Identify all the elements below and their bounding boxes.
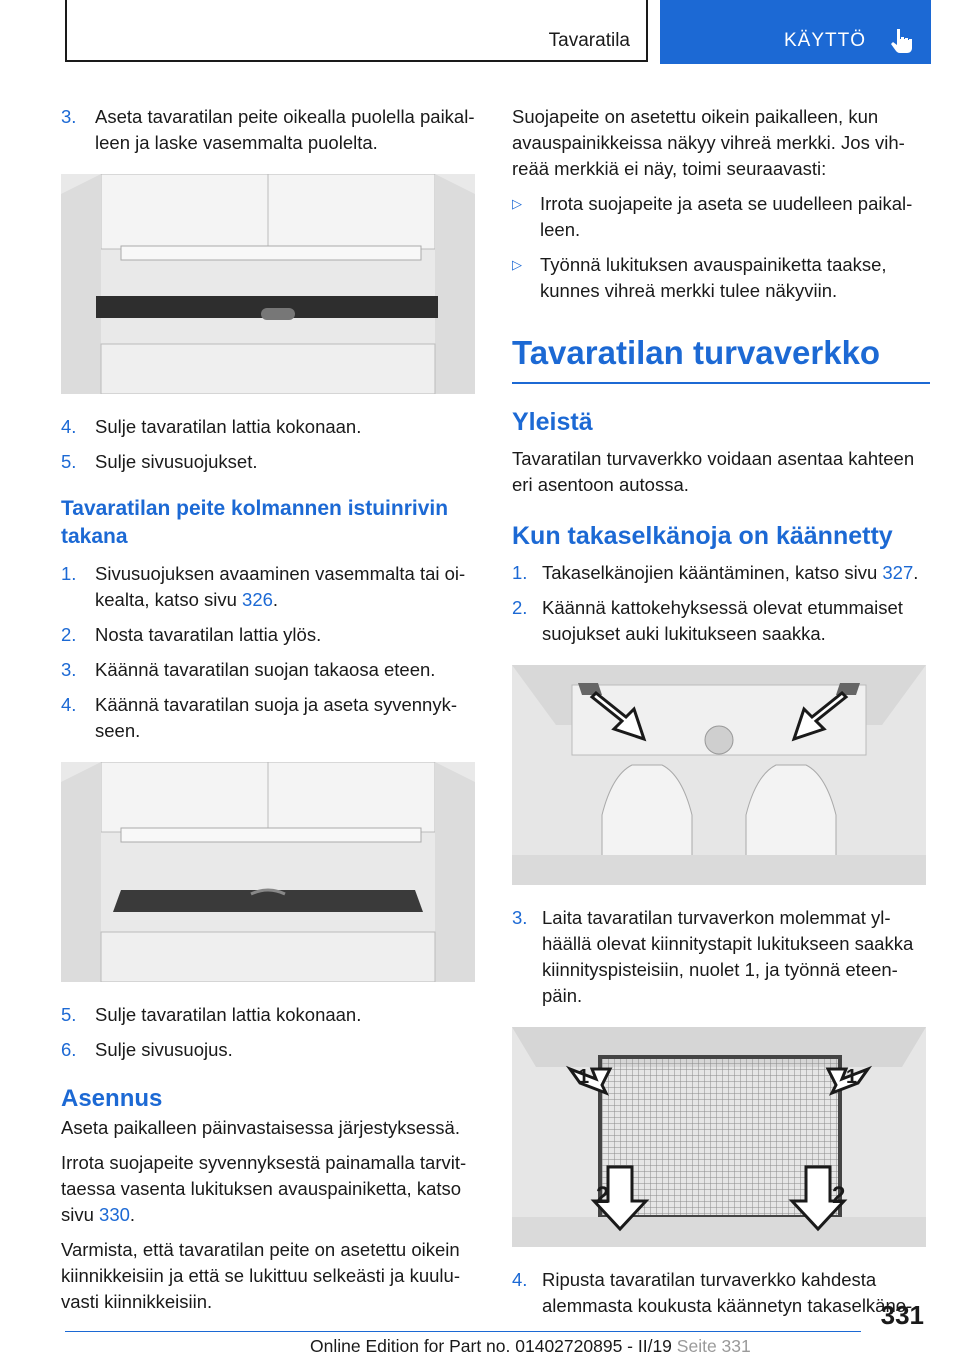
paragraph: Suojapeite on asetettu oikein paikalleen… (512, 106, 905, 179)
section-heading: Yleistä (512, 408, 593, 436)
left-column: 3. Aseta tavaratilan peite oikealla puol… (61, 104, 477, 1324)
steps-list-a: 1. Takaselkänojien kääntäminen, katso si… (512, 560, 930, 647)
bullet-list: ▷ Irrota suojapeite ja aseta se uudellee… (512, 191, 930, 304)
steps-list-c: 1. Sivusuojuksen avaaminen vasemmalta ta… (61, 561, 477, 744)
triangle-bullet-icon: ▷ (512, 196, 522, 211)
chapter-tab: KÄYTTÖ (660, 0, 931, 64)
section-heading: Tavaratilan peite kolmannen istuinrivin … (61, 497, 449, 548)
page-link-326[interactable]: 326 (242, 589, 273, 610)
steps-list-b: 3. Laita tavaratilan turvaverkon molemma… (512, 905, 930, 1009)
list-item: 4. Käännä tavaratilan suoja ja aseta syv… (61, 694, 458, 741)
paragraph: Varmista, että tavaratilan peite on aset… (61, 1239, 460, 1312)
page-link-327[interactable]: 327 (882, 562, 914, 583)
callout-1-left: 1 (578, 1066, 589, 1088)
list-item: 3. Aseta tavaratilan peite oikealla puol… (61, 106, 475, 153)
section-heading: Asennus (61, 1085, 163, 1112)
paragraph: Irrota suojapeite syvennyksestä painamal… (61, 1152, 467, 1225)
steps-list-c: 4. Ripusta tavaratilan turvaverkko kahde… (512, 1267, 930, 1319)
page-link-330[interactable]: 330 (99, 1204, 130, 1225)
list-item: 2. Käännä kattokehyksessä olevat etummai… (512, 597, 903, 644)
list-item: 1. Sivusuojuksen avaaminen vasemmalta ta… (61, 563, 466, 610)
callout-2-right: 2 (832, 1182, 845, 1209)
paragraph: Aseta paikalleen päinvastaisessa järjest… (61, 1117, 460, 1138)
steps-list-b: 4. Sulje tavaratilan lattia kokonaan. 5.… (61, 414, 477, 475)
chapter-title: KÄYTTÖ (784, 30, 867, 51)
callout-2-left: 2 (596, 1182, 609, 1209)
page-number: 331 (880, 1300, 924, 1330)
section-heading: Kun takaselkänoja on käännetty (512, 522, 893, 550)
callout-1-right: 1 (846, 1066, 857, 1088)
hand-pointer-icon (891, 29, 912, 53)
list-item: ▷ Työnnä lukituksen avauspainiketta taak… (512, 252, 930, 304)
footer-edition: Online Edition for Part no. 01402720895 … (310, 1336, 751, 1356)
triangle-bullet-icon: ▷ (512, 257, 522, 272)
trunk-cover-photo-1 (61, 174, 475, 394)
list-item: 3. Laita tavaratilan turvaverkon molemma… (512, 907, 914, 1006)
list-item: 5. Sulje sivusuojukset. (61, 451, 258, 472)
list-item: 2. Nosta tavaratilan lattia ylös. (61, 624, 322, 645)
section-title: Tavaratila (548, 30, 630, 51)
steps-list-a: 3. Aseta tavaratilan peite oikealla puol… (61, 104, 477, 156)
roof-covers-photo (512, 665, 926, 885)
footer-divider (65, 1331, 861, 1332)
page-title: Tavaratilan turvaverkko (512, 332, 930, 384)
safety-net-photo: 1 1 2 2 (512, 1027, 926, 1247)
trunk-cover-photo-2 (61, 762, 475, 982)
list-item: 5. Sulje tavaratilan lattia kokonaan. (61, 1004, 362, 1025)
steps-list-d: 5. Sulje tavaratilan lattia kokonaan. 6.… (61, 1002, 477, 1063)
footer-watermark: Seite 331 (676, 1336, 751, 1356)
right-column: Suojapeite on asetettu oikein paikalleen… (512, 104, 930, 1328)
paragraph: Tavaratilan turvaverkko voidaan asentaa … (512, 448, 915, 495)
section-tab: Tavaratila (65, 0, 648, 62)
list-item: ▷ Irrota suojapeite ja aseta se uudellee… (512, 191, 930, 243)
list-item: 4. Ripusta tavaratilan turvaverkko kahde… (512, 1269, 913, 1316)
list-item: 6. Sulje sivusuojus. (61, 1039, 233, 1060)
list-item: 4. Sulje tavaratilan lattia kokonaan. (61, 416, 362, 437)
list-item: 1. Takaselkänojien kääntäminen, katso si… (512, 562, 919, 583)
list-item: 3. Käännä tavaratilan suojan takaosa ete… (61, 659, 436, 680)
page-header: Tavaratila KÄYTTÖ (65, 0, 931, 64)
